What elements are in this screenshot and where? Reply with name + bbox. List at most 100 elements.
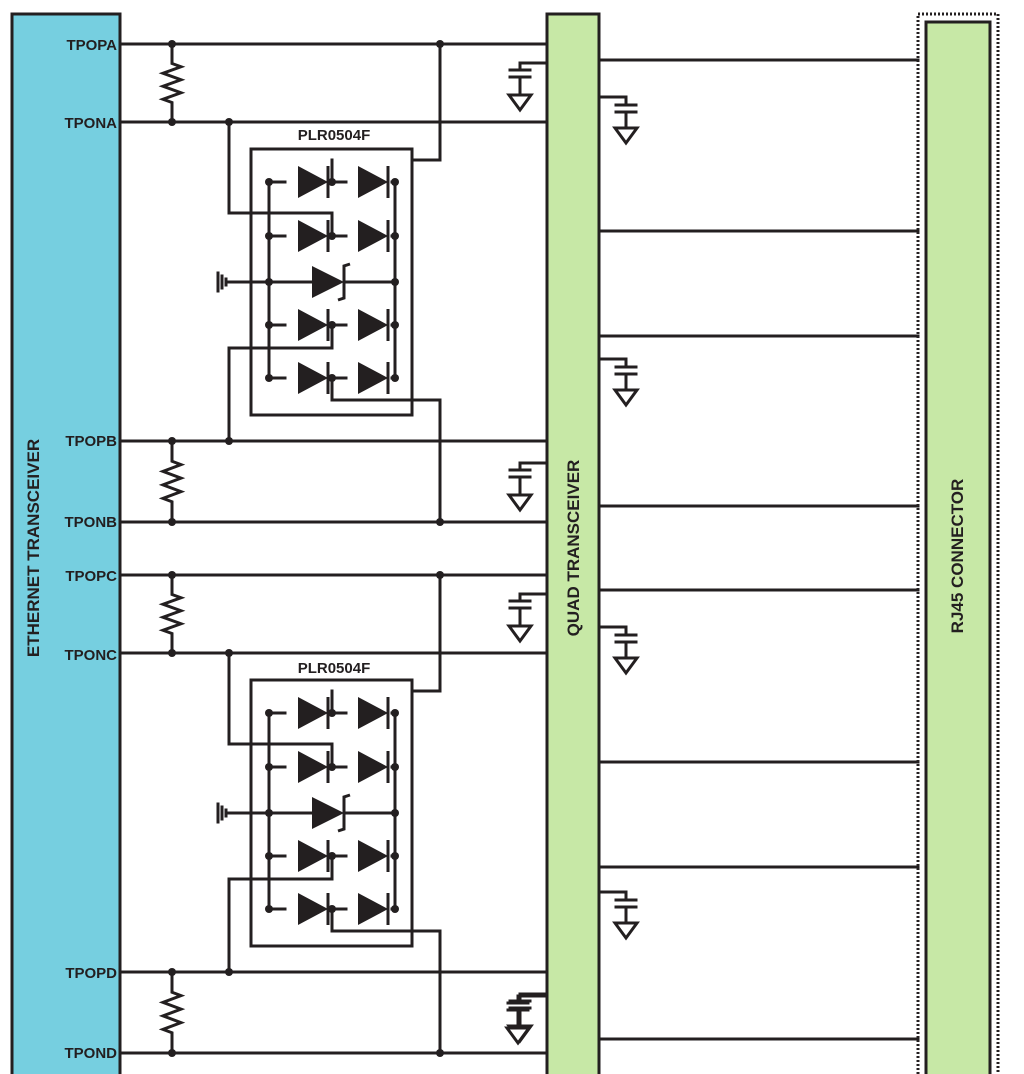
junction-dot	[436, 40, 444, 48]
junction-dot	[265, 321, 273, 329]
wire-b	[227, 323, 334, 443]
diode	[298, 220, 328, 252]
ground-symbol	[506, 624, 534, 644]
diode	[358, 362, 388, 394]
junction-dot	[328, 232, 336, 240]
zener-diode	[312, 266, 344, 298]
diode	[358, 309, 388, 341]
tvs-array-box	[249, 678, 414, 948]
junction-dot	[436, 1049, 444, 1057]
junction-dot	[391, 763, 399, 771]
ground-symbol	[612, 388, 640, 408]
wire-nb	[330, 907, 442, 1055]
junction-dot	[168, 649, 176, 657]
tvs-array-box	[249, 147, 414, 417]
junction-dot	[265, 178, 273, 186]
ground-symbol	[612, 126, 640, 146]
pin-label-tponc: TPONC	[65, 647, 118, 664]
pin-label-tpopc: TPOPC	[65, 568, 117, 585]
junction-dot	[328, 852, 336, 860]
cap-wire	[597, 95, 628, 107]
diode	[298, 751, 328, 783]
pin-label-tpopb: TPOPB	[65, 433, 117, 450]
pin-label-tpopa: TPOPA	[66, 37, 117, 54]
wire-a	[410, 573, 442, 693]
pin-label-tpona: TPONA	[65, 115, 118, 132]
junction-dot	[328, 321, 336, 329]
wire-a	[410, 42, 442, 162]
diode	[358, 840, 388, 872]
tvs-array-label-1: PLR0504F	[298, 127, 371, 144]
junction-dot	[328, 709, 336, 717]
junction-dot	[391, 852, 399, 860]
junction-dot	[168, 518, 176, 526]
junction-dot	[265, 278, 273, 286]
junction-dot	[436, 518, 444, 526]
pin-label-tpond: TPOND	[65, 1045, 118, 1062]
diode	[298, 166, 328, 198]
junction-dot	[436, 571, 444, 579]
ground-symbol	[612, 921, 640, 941]
junction-dot	[391, 905, 399, 913]
junction-dot	[265, 905, 273, 913]
junction-dot	[391, 809, 399, 817]
diode	[298, 840, 328, 872]
ground-symbol	[506, 493, 534, 513]
junction-dot	[265, 763, 273, 771]
junction-dot	[328, 374, 336, 382]
cap-wire	[518, 61, 549, 72]
rj45-connector-label: RJ45 CONNECTOR	[948, 479, 967, 634]
zener-bar	[337, 262, 351, 302]
diode	[298, 309, 328, 341]
wire-nb	[330, 376, 442, 524]
junction-dot	[265, 852, 273, 860]
diode	[358, 893, 388, 925]
junction-dot	[265, 374, 273, 382]
diode	[298, 362, 328, 394]
diode	[358, 220, 388, 252]
junction-dot	[391, 278, 399, 286]
quad-transceiver-block	[545, 12, 601, 1074]
rj45-connector-block	[924, 20, 992, 1074]
resistor	[158, 970, 186, 1055]
diode	[358, 697, 388, 729]
wiring	[118, 42, 920, 1055]
diode	[298, 893, 328, 925]
junction-dot	[391, 232, 399, 240]
junction-dot	[391, 321, 399, 329]
cap-wire	[518, 992, 549, 1003]
cap-wire	[518, 461, 549, 472]
cap-wire	[597, 890, 628, 902]
junction-dot	[168, 118, 176, 126]
rj45-connector-outline	[916, 12, 1000, 1074]
junction-dot	[168, 968, 176, 976]
junction-dot	[391, 374, 399, 382]
junction-dot	[168, 437, 176, 445]
junction-dot	[225, 437, 233, 445]
pin-label-tpopd: TPOPD	[65, 965, 117, 982]
junction-dot	[328, 178, 336, 186]
junction-dot	[225, 649, 233, 657]
ethernet-transceiver-block	[10, 12, 122, 1074]
ethernet-transceiver-label: ETHERNET TRANSCEIVER	[24, 439, 43, 657]
diode	[298, 697, 328, 729]
zener-bar	[337, 793, 351, 833]
zener-diode	[312, 797, 344, 829]
junction-dot	[265, 232, 273, 240]
resistor	[158, 42, 186, 124]
junction-dot	[168, 40, 176, 48]
ground-symbol	[612, 656, 640, 676]
junction-dot	[225, 968, 233, 976]
cap-wire	[597, 625, 628, 637]
junction-dot	[265, 709, 273, 717]
junction-dot	[168, 571, 176, 579]
ground-symbol	[506, 93, 534, 113]
quad-transceiver-label: QUAD TRANSCEIVER	[564, 460, 583, 637]
junction-dot	[328, 905, 336, 913]
resistor	[158, 573, 186, 655]
diode	[358, 751, 388, 783]
pin-label-tponb: TPONB	[65, 514, 118, 531]
junction-dot	[391, 178, 399, 186]
junction-dot	[391, 709, 399, 717]
